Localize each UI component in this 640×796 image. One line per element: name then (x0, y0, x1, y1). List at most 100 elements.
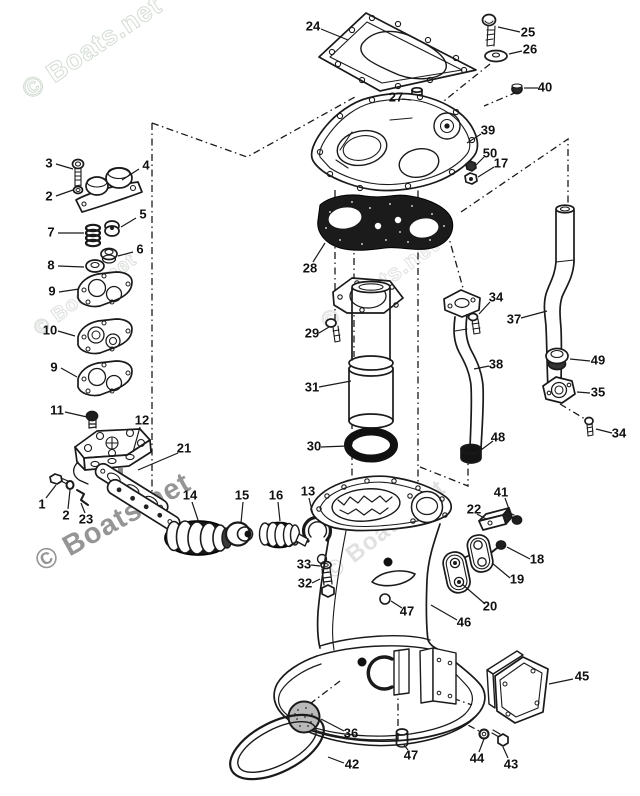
part-label-47: 47 (400, 603, 414, 618)
watermark-boats-net: © Boats.net (17, 0, 168, 105)
part-label-38: 38 (489, 356, 503, 371)
part-label-37: 37 (507, 311, 521, 326)
part-label-41: 41 (494, 484, 508, 499)
part-28-gasket (317, 194, 454, 251)
leader-line-3 (55, 163, 74, 170)
part-label-36: 36 (344, 725, 358, 740)
leader-line-11 (64, 411, 88, 418)
part-label-17: 17 (494, 155, 508, 170)
leader-line-10 (57, 330, 76, 337)
part-label-4: 4 (142, 157, 150, 172)
part-21-reed-plates (94, 462, 181, 532)
leader-line-5 (120, 217, 137, 228)
leader-line-13 (308, 497, 314, 516)
leader-line-29 (318, 326, 330, 334)
part-label-9: 9 (50, 359, 57, 374)
leader-line-33 (310, 564, 321, 567)
part-45-plate (486, 650, 549, 724)
leader-line-2 (67, 489, 71, 510)
part-label-1: 1 (38, 496, 45, 511)
part-11-bolt (85, 410, 99, 429)
leader-line-43 (502, 746, 509, 759)
part-label-3: 3 (45, 155, 52, 170)
part-label-35: 35 (591, 384, 605, 399)
part-34-bolt-upper (467, 312, 481, 335)
part-1-bolt (49, 473, 69, 485)
part-46-housing (273, 475, 486, 747)
part-6-cup (100, 247, 118, 264)
part-label-25: 25 (521, 24, 535, 39)
part-label-26: 26 (523, 41, 537, 56)
part-label-43: 43 (504, 756, 518, 771)
part-35-flange-nut (542, 376, 576, 404)
leader-line-25 (497, 26, 521, 33)
leader-line-42 (327, 756, 345, 764)
part-42-seal-ring (229, 713, 325, 781)
leader-line-39 (466, 133, 482, 144)
part-3-bolt (71, 158, 85, 187)
part-label-7: 7 (47, 224, 54, 239)
leader-line-17 (477, 166, 495, 178)
leader-line-14 (191, 501, 199, 521)
leader-line-16 (277, 501, 281, 522)
part-label-31: 31 (305, 379, 319, 394)
leader-line-9 (60, 367, 78, 378)
part-8-diaphragm (85, 259, 105, 273)
leader-line-30 (320, 445, 348, 448)
part-2-washer-lower (65, 480, 75, 490)
part-33-washer (320, 560, 332, 570)
part-44-washer (478, 728, 490, 740)
leader-line-27 (401, 98, 412, 101)
leader-line-9 (58, 288, 80, 293)
part-label-20: 20 (483, 598, 497, 613)
part-5-cup (104, 220, 120, 237)
part-label-49: 49 (591, 352, 605, 367)
part-label-50: 50 (483, 145, 497, 160)
leader-line-46 (430, 604, 458, 621)
leader-line-20 (461, 583, 485, 604)
part-31-tube (348, 280, 394, 429)
leader-line-28 (312, 242, 326, 263)
part-34-bolt-lower (584, 416, 594, 437)
part-label-45: 45 (575, 668, 589, 683)
part-2-washer-upper (72, 185, 84, 195)
part-label-13: 13 (301, 483, 315, 498)
part-38-tube (443, 289, 485, 454)
part-label-34: 34 (489, 289, 504, 304)
part-24-gasket (318, 12, 477, 92)
part-label-11: 11 (50, 402, 64, 417)
part-label-44: 44 (470, 750, 485, 765)
part-label-14: 14 (183, 487, 198, 502)
leader-line-34 (478, 301, 491, 315)
part-29-bolt (325, 318, 341, 343)
part-7-spring (84, 223, 102, 248)
part-30-oring (344, 427, 398, 463)
leader-line-44 (478, 738, 485, 753)
part-label-27: 27 (389, 89, 403, 104)
part-39-adaptor-plate (310, 92, 479, 192)
part-47-pin (395, 728, 409, 748)
leader-line-21 (137, 452, 179, 471)
part-43-bolt (491, 729, 509, 747)
leader-line-49 (569, 358, 591, 362)
leader-line-24 (320, 28, 349, 41)
leader-line-2 (55, 189, 74, 197)
part-50-nut (465, 160, 477, 172)
part-label-39: 39 (481, 122, 495, 137)
part-18-screw (491, 540, 507, 553)
leader-line-18 (506, 546, 531, 560)
part-17-nut (464, 172, 478, 185)
leader-line-50 (474, 156, 485, 167)
part-15-seal (224, 521, 254, 547)
leader-line-32 (311, 578, 321, 584)
leader-line-22 (476, 513, 487, 520)
leader-line-38 (473, 365, 490, 370)
part-label-19: 19 (510, 571, 524, 586)
leader-line-23 (80, 502, 86, 514)
leader-line-36 (320, 718, 345, 732)
part-label-10: 10 (43, 322, 57, 337)
leader-line-45 (548, 678, 574, 685)
leader-line-47 (403, 744, 409, 751)
